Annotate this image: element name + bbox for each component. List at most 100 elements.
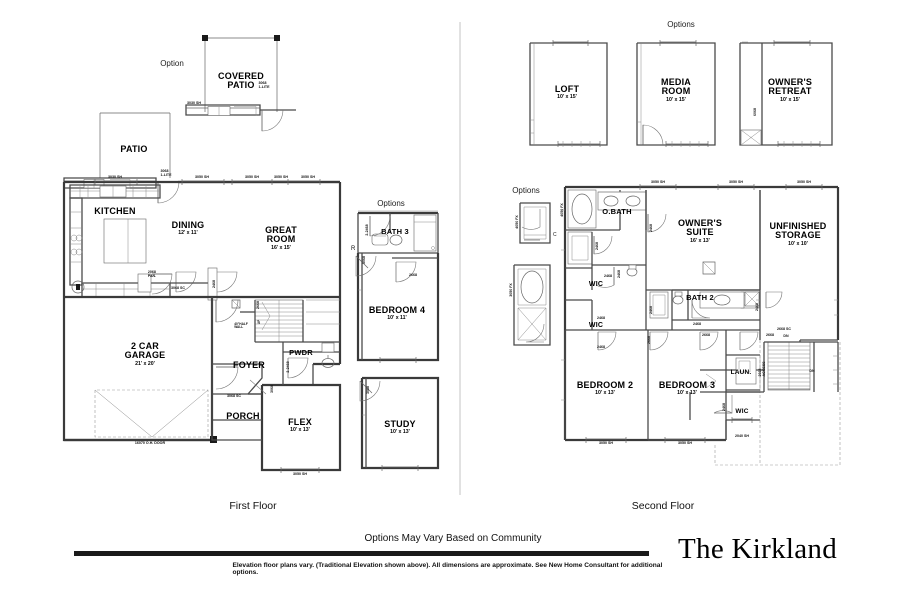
option-label-first-floor-right: Options [377, 199, 405, 208]
first-floor-outer-walls [62, 180, 342, 472]
annotation-dining-door: 2468 [212, 280, 216, 288]
option-owners-retreat [739, 40, 833, 147]
room-covered-patio: COVERED PATIO [218, 71, 264, 91]
annotation-wic-window: 2040 SH [735, 434, 749, 438]
room-laundry: LAUN. [730, 369, 752, 376]
annotation-porch-door: 3068 SC [227, 394, 241, 398]
annotation-second-window-3: 3050 SH [797, 180, 811, 184]
annotation-hall-door-2: 2668 [702, 333, 710, 337]
annotation-kitchen-window: 3030 SH [108, 175, 122, 179]
caption-first-floor: First Floor [229, 500, 277, 512]
room-bedroom-2: BEDROOM 2 10' x 13' [576, 380, 634, 397]
annotation-owners-bath-fx: 4050 FX [560, 203, 564, 217]
room-bath-2: BATH 2 [686, 293, 714, 302]
bedrooms-2-3 [564, 330, 727, 443]
annotation-obath-door: 2468 [649, 224, 653, 232]
room-media-room: MEDIA ROOM 10' x 15' [661, 77, 691, 103]
first-floor-windows [94, 179, 321, 185]
unfinished-storage [740, 190, 838, 340]
annotation-garage-overhead-door: 16070 O.H. DOOR [134, 441, 166, 445]
room-great-room: GREAT ROOM 16' x 15' [265, 225, 297, 251]
room-foyer: FOYER [232, 360, 266, 370]
second-floor-misc [561, 209, 565, 401]
disclaimer-text: Elevation floor plans vary. (Traditional… [232, 562, 663, 576]
second-floor-left-options [513, 202, 551, 346]
caption-second-floor: Second Floor [631, 500, 695, 512]
annotation-second-window-2: 3050 SH [729, 180, 743, 184]
kitchen-dining-walls [170, 267, 238, 301]
annotation-bedroom4-closet-door: 2668 [409, 273, 417, 277]
room-owners-retreat: OWNER'S RETREAT 10' x 15' [767, 77, 813, 103]
room-bedroom-3: BEDROOM 3 10' x 13' [658, 380, 716, 397]
option-media-room [636, 40, 716, 147]
room-wic-bedroom-3: WIC [735, 408, 749, 415]
annotation-bedroom2-window: 3050 SH [599, 441, 613, 445]
annotation-great-window-1: 3050 SH [245, 175, 259, 179]
annotation-wic-laundry-door: 2468 [722, 403, 726, 411]
annotation-stair-dn-2: DN [809, 369, 815, 373]
room-owners-suite: OWNER'S SUITE 16' x 13' [677, 218, 723, 244]
annotation-flex-door: 3068 [270, 385, 274, 393]
annotation-hall-door-3: 2668 [766, 333, 774, 337]
annotation-pwdr-door: 2-2468 [286, 361, 290, 373]
annotation-option-tub-fx: 3050 FX [509, 283, 513, 297]
option-label-second-floor-top: Options [667, 20, 695, 29]
garage-outline [64, 295, 217, 443]
annotation-rail-r: R [351, 246, 356, 252]
room-kitchen: KITCHEN [94, 206, 136, 216]
room-owners-bath: O.BATH [602, 207, 632, 216]
annotation-wic-door-a: 2468 [617, 270, 621, 278]
room-unfinished-storage: UNFINISHED STORAGE 10' x 10' [769, 221, 827, 247]
great-room-foyer [211, 295, 340, 395]
annotation-option-c: C [553, 232, 557, 238]
second-floor-top-windows [639, 184, 823, 190]
room-loft: LOFT 10' x 15' [554, 84, 580, 101]
flex-window [280, 467, 320, 473]
option-loft [529, 40, 608, 147]
annotation-bedroom3-window: 3050 SH [678, 441, 692, 445]
annotation-great-door: 2668 [256, 301, 260, 309]
annotation-bath2-linen: 2468 [755, 303, 759, 311]
covered-patio-outline [185, 35, 296, 132]
laundry-wic [689, 354, 761, 423]
room-dining: DINING 12' x 11' [171, 220, 205, 237]
option-label-second-floor-left: Options [512, 186, 540, 195]
annotation-bath3-door: 2-2468 [365, 224, 369, 236]
room-powder: PWDR [289, 348, 313, 357]
room-bedroom-4: BEDROOM 4 10' x 11' [368, 305, 426, 322]
annotation-wic-door-c: 2468 [597, 316, 605, 320]
second-floor-hall-baths [565, 267, 760, 351]
annotation-option-shower-fx: 4050 FX [515, 215, 519, 229]
room-flex: FLEX 10' x 13' [288, 417, 312, 434]
room-porch: PORCH [226, 411, 260, 421]
room-bath-3: BATH 3 [381, 227, 409, 236]
annotation-stair-dn-1: DN [783, 334, 789, 338]
annotation-garage-door-sc: 3068 SC [171, 286, 185, 290]
annotation-retreat-wall: 6068 [753, 108, 757, 116]
annotation-wic-door-b: 2468 [604, 274, 612, 278]
room-wic-owners-2: WIC [588, 322, 604, 329]
annotation-patio-window: 3030 SH [187, 101, 201, 105]
annotation-stair-up: UP [257, 319, 261, 325]
annotation-bath2-door: 2468 [649, 306, 653, 314]
annotation-hall-door-1: 2668 [647, 336, 651, 344]
annotation-bath2-door-2: 2468 [693, 322, 701, 326]
option-study [359, 376, 440, 471]
second-floor-stairs [700, 341, 839, 393]
annotation-wic-door-d: 2468 [597, 345, 605, 349]
annotation-study-door: 3068 [366, 386, 370, 394]
room-garage: 2 CAR GARAGE 21' x 20' [124, 341, 166, 367]
community-note: Options May Vary Based on Community [364, 533, 542, 544]
annotation-bedroom4-door: 3068 [362, 256, 366, 264]
annotation-great-window-3: 3050 SH [301, 175, 315, 179]
annotation-flex-window: 3050 SH [293, 472, 307, 476]
porch-outline [211, 393, 262, 441]
annotation-shower-door: 2468 [595, 242, 599, 250]
annotation-second-window-1: 3050 SH [651, 180, 665, 184]
